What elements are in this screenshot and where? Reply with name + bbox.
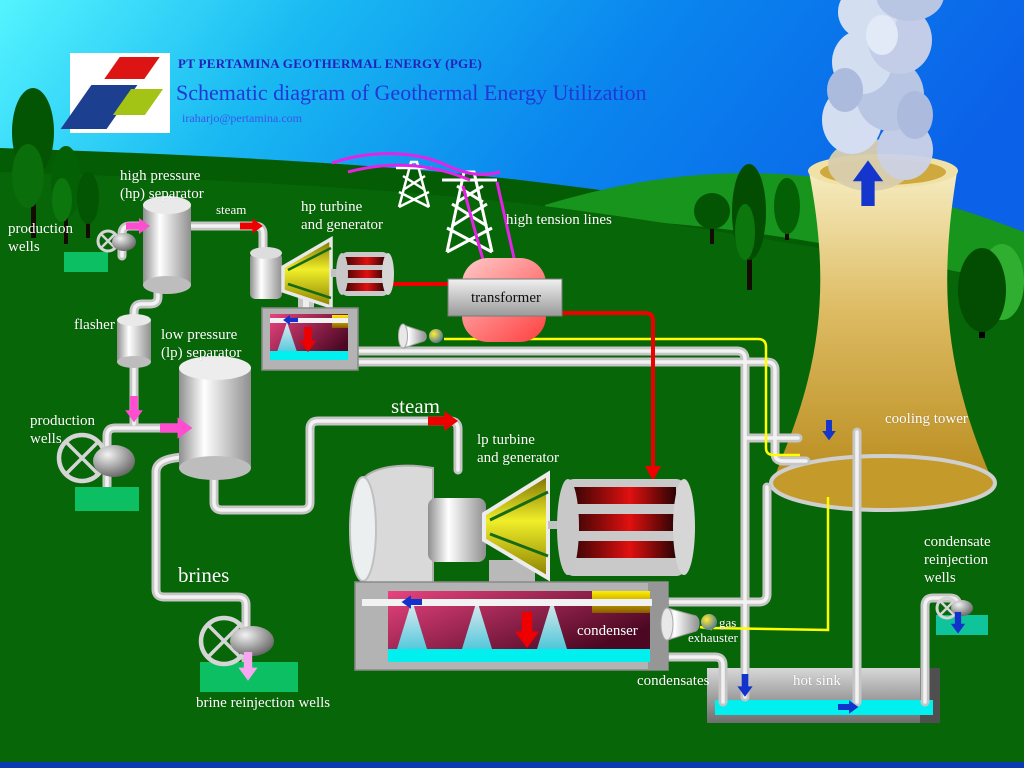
power-lines	[392, 282, 655, 468]
label-cooling-tower: cooling tower	[885, 411, 968, 427]
label-brine-reinjection-wells: brine reinjection wells	[196, 695, 331, 711]
tree-icon	[77, 172, 99, 238]
condenser	[354, 581, 669, 671]
tree-icon	[958, 244, 1024, 338]
brine-reinjection-well	[198, 615, 298, 692]
label-steam-hp: steam	[216, 202, 247, 217]
label-exhauster: exhauster	[688, 630, 738, 645]
hp-gas-exhauster	[398, 323, 443, 349]
page-title: Schematic diagram of Geothermal Energy U…	[176, 80, 647, 105]
hp-separator	[143, 196, 191, 294]
company-name: PT PERTAMINA GEOTHERMAL ENERGY (PGE)	[178, 56, 483, 71]
lp-separator	[179, 356, 251, 480]
label-condensate-reinjection-wells: condensate reinjection wells	[924, 534, 991, 586]
production-well-mid	[56, 432, 139, 511]
tree-icon	[12, 88, 54, 238]
steam-plume	[822, 0, 944, 191]
logo-red-shape	[104, 57, 160, 79]
label-flasher: flasher	[74, 317, 115, 333]
label-transformer: transformer	[471, 290, 541, 306]
label-high-tension-lines: high tension lines	[506, 212, 612, 228]
hp-turbine-generator	[250, 235, 394, 310]
label-hot-sink: hot sink	[793, 673, 841, 689]
gas-exhauster	[660, 607, 717, 641]
label-gas: gas	[719, 615, 737, 630]
label-condenser: condenser	[577, 623, 638, 639]
trees	[12, 88, 1024, 338]
author-email: iraharjo@pertamina.com	[182, 111, 302, 125]
tree-icon	[51, 146, 81, 244]
flasher	[117, 314, 151, 368]
tree-icon	[732, 164, 766, 290]
power-arrow-down-icon	[645, 466, 661, 481]
label-production-wells-top: production wells	[8, 221, 73, 255]
hp-condenser	[261, 307, 359, 371]
label-lp-separator: low pressure (lp) separator	[161, 327, 242, 361]
label-brines: brines	[178, 563, 230, 587]
label-hp-separator: high pressure (hp) separator	[120, 168, 204, 202]
tree-icon	[694, 193, 730, 244]
bottom-bar	[0, 762, 1024, 768]
label-lp-turbine: lp turbine and generator	[477, 432, 560, 466]
label-production-wells-mid: production wells	[30, 413, 95, 447]
production-well-top	[64, 229, 136, 272]
label-condensates: condensates	[637, 673, 710, 689]
transformer	[447, 258, 563, 342]
label-hp-turbine: hp turbine and generator	[301, 199, 384, 233]
lp-turbine-generator	[349, 464, 695, 595]
pertamina-logo	[60, 53, 170, 133]
tree-icon	[774, 178, 800, 240]
label-steam-lp: steam	[391, 394, 440, 418]
condensate-reinjection-well	[935, 596, 988, 635]
